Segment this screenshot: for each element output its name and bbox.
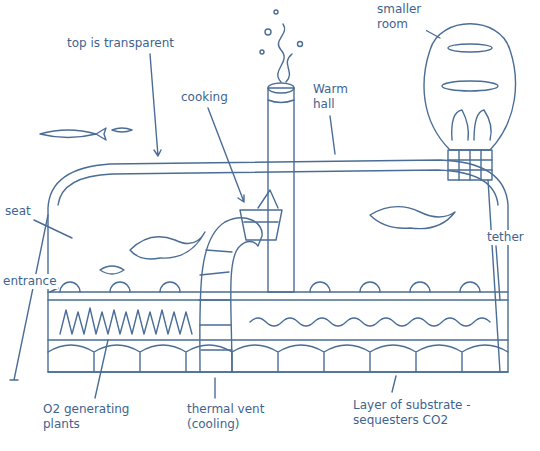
balloon-basket	[448, 150, 492, 180]
leader-line	[34, 220, 72, 238]
pipe-rings	[199, 250, 232, 350]
callout-label: smaller room	[376, 2, 426, 32]
o2-plants	[250, 318, 490, 326]
callout-label: tether	[486, 230, 525, 245]
chimney-top	[268, 83, 294, 93]
hall-floor	[48, 292, 508, 300]
bubble	[265, 29, 271, 35]
callout-label: top is transparent	[66, 36, 175, 51]
fish	[112, 128, 132, 132]
chimney-ring	[268, 100, 294, 103]
leader-line	[150, 54, 161, 156]
chimney	[268, 88, 294, 292]
leader-line	[208, 108, 244, 202]
leader-line	[392, 376, 396, 392]
callout-label: Layer of substrate - sequesters CO2	[352, 398, 534, 428]
pot-hanger	[258, 190, 278, 208]
seal-figure	[130, 232, 205, 259]
tether-line	[488, 180, 500, 372]
fish	[100, 266, 124, 274]
leader-line	[496, 246, 500, 300]
propeller	[442, 81, 498, 91]
cooking-pot	[240, 210, 282, 240]
callout-label: thermal vent (cooling)	[186, 402, 288, 432]
callout-label: Warm hall	[312, 82, 358, 112]
callout-label: cooking	[180, 90, 229, 105]
smoke	[278, 24, 285, 82]
fish	[40, 128, 106, 140]
bubble	[298, 42, 303, 47]
bubble	[274, 10, 278, 14]
leader-line	[330, 116, 335, 154]
leader-line	[214, 378, 215, 398]
o2-plants	[60, 308, 192, 334]
tether-line	[10, 215, 48, 380]
balloon-room	[424, 24, 515, 150]
leader-line	[95, 340, 108, 398]
substrate-arches	[48, 345, 508, 372]
transparent-top	[58, 170, 498, 205]
propeller	[448, 44, 492, 52]
callout-label: seat	[4, 204, 32, 219]
habitat-shell	[48, 160, 508, 372]
bubble	[260, 50, 264, 54]
smoke	[286, 54, 292, 82]
callout-label: O2 generating plants	[42, 402, 140, 432]
basket-weave	[448, 150, 492, 180]
balloon-seats	[452, 110, 491, 140]
thermal-vent-pipe	[200, 218, 262, 372]
callout-label: entrance	[2, 274, 58, 289]
substrate-line	[48, 339, 508, 340]
portholes	[60, 282, 480, 292]
seal-figure	[370, 207, 455, 229]
